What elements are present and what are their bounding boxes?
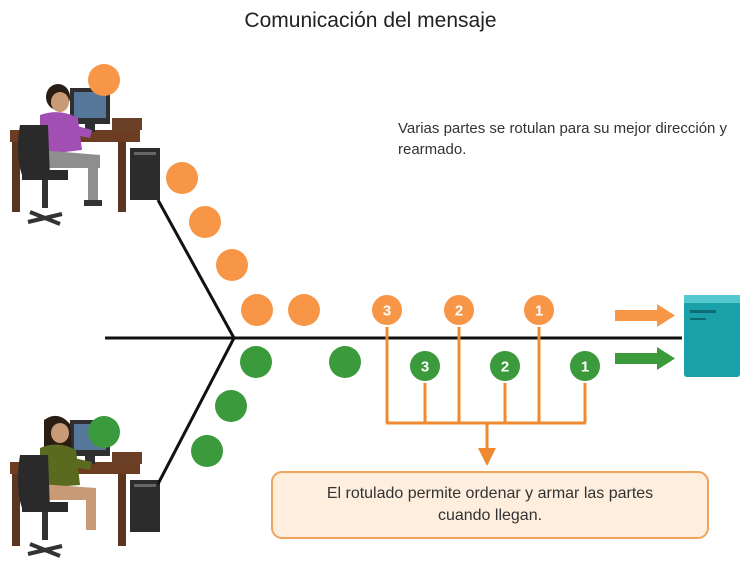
workstation-man-icon	[10, 84, 160, 226]
orange-labeled-piece-2: 2	[442, 293, 476, 327]
orange-piece	[288, 294, 320, 326]
network-links	[105, 199, 682, 485]
piece-number: 1	[581, 359, 589, 376]
server-icon	[684, 295, 740, 377]
green-arrow-icon	[615, 347, 675, 370]
upper-branch-link	[156, 199, 236, 339]
piece-number: 2	[455, 303, 463, 320]
green-labeled-piece-1: 1	[568, 349, 602, 383]
green-piece	[191, 435, 223, 467]
green-piece	[88, 416, 120, 448]
green-piece	[215, 390, 247, 422]
piece-number: 3	[383, 303, 391, 320]
orange-labeled-piece-1: 1	[522, 293, 556, 327]
orange-piece	[166, 162, 198, 194]
green-pieces	[88, 346, 361, 467]
orange-piece	[241, 294, 273, 326]
green-piece	[329, 346, 361, 378]
explanation-note: Varias partes se rotulan para su mejor d…	[398, 120, 728, 158]
orange-piece	[88, 64, 120, 96]
piece-number: 2	[501, 359, 509, 376]
orange-labeled-piece-3: 3	[370, 293, 404, 327]
label-bracket	[385, 325, 587, 450]
piece-number: 3	[421, 359, 429, 376]
orange-pieces	[88, 64, 320, 326]
green-labeled-piece-2: 2	[488, 349, 522, 383]
green-labeled-piece-3: 3	[408, 349, 442, 383]
orange-piece	[189, 206, 221, 238]
green-piece	[240, 346, 272, 378]
callout-box: El rotulado permite ordenar y armar las …	[271, 471, 709, 539]
bracket-arrow-icon	[478, 448, 496, 466]
orange-piece	[216, 249, 248, 281]
callout-text: El rotulado permite ordenar y armar las …	[326, 485, 654, 524]
lower-branch-link	[156, 337, 236, 485]
piece-number: 1	[535, 303, 543, 320]
workstation-woman-icon	[10, 415, 160, 558]
page-title: Comunicación del mensaje	[244, 9, 497, 32]
orange-arrow-icon	[615, 304, 675, 327]
